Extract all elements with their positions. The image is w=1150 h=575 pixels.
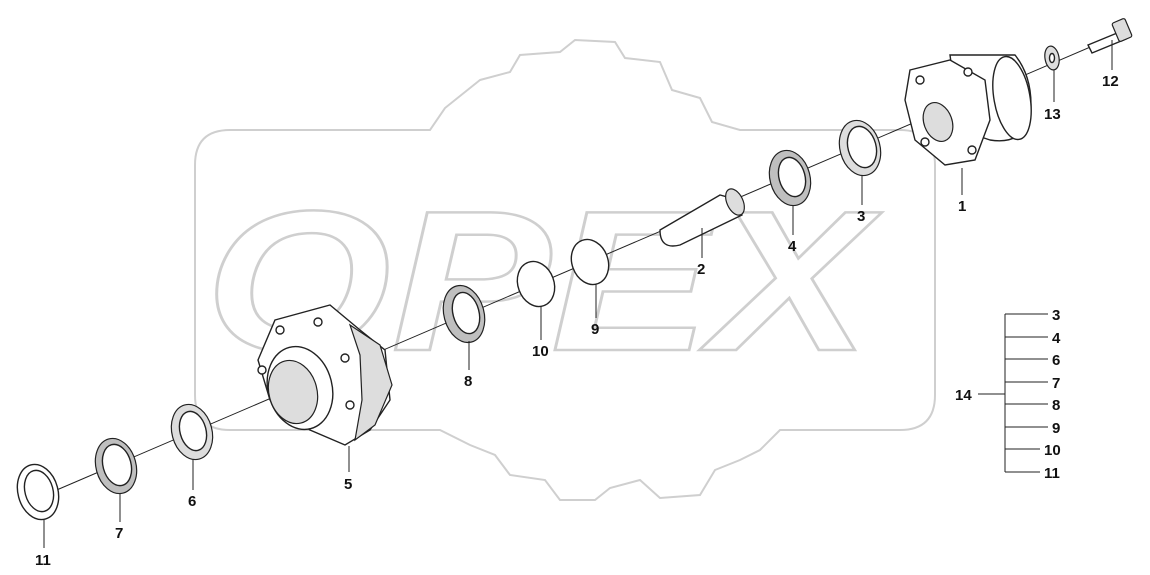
callout-2: 2 — [697, 261, 705, 278]
bolt-part-12 — [1087, 18, 1133, 54]
kit-item: 8 — [1052, 397, 1060, 414]
callout-1: 1 — [958, 198, 966, 215]
kit-label-14: 14 — [955, 387, 972, 404]
callout-7: 7 — [115, 525, 123, 542]
callout-6: 6 — [188, 493, 196, 510]
callout-9: 9 — [591, 321, 599, 338]
kit-item: 11 — [1044, 465, 1060, 482]
kit-item: 3 — [1052, 307, 1060, 324]
o-ring-part-10 — [516, 260, 556, 308]
kit-14-bracket: 14 3 4 6 7 8 9 10 11 — [955, 307, 1061, 482]
seal-part-6 — [170, 403, 214, 461]
shim-part-11 — [16, 463, 60, 521]
callout-labels: 12 13 1 3 4 2 9 10 8 5 6 7 11 — [35, 73, 1119, 569]
callout-4: 4 — [788, 238, 797, 255]
washer-part-13 — [1044, 45, 1060, 71]
kit-item: 6 — [1052, 352, 1060, 369]
callout-12: 12 — [1102, 73, 1119, 90]
kit-item: 10 — [1044, 442, 1061, 459]
kit-item: 7 — [1052, 375, 1060, 392]
kit-item: 4 — [1052, 330, 1061, 347]
callout-3: 3 — [857, 208, 865, 225]
leader-lines — [43, 40, 1113, 548]
wheel-hub-part-5 — [257, 304, 393, 446]
kit-item: 9 — [1052, 420, 1060, 437]
seal-ring-part-3 — [838, 119, 882, 177]
watermark-gear-outline — [194, 38, 936, 501]
callout-5: 5 — [344, 476, 352, 493]
callout-11: 11 — [35, 552, 51, 569]
o-ring-part-9 — [570, 238, 610, 286]
shaft-part-2 — [659, 188, 745, 247]
callout-13: 13 — [1044, 106, 1061, 123]
motor-housing-part-1 — [904, 54, 1032, 166]
callout-10: 10 — [532, 343, 549, 360]
callout-8: 8 — [464, 373, 472, 390]
watermark: OPEX — [194, 38, 936, 501]
ring-part-7 — [94, 437, 138, 495]
bearing-part-4 — [768, 149, 812, 207]
seal-part-8 — [442, 284, 486, 344]
